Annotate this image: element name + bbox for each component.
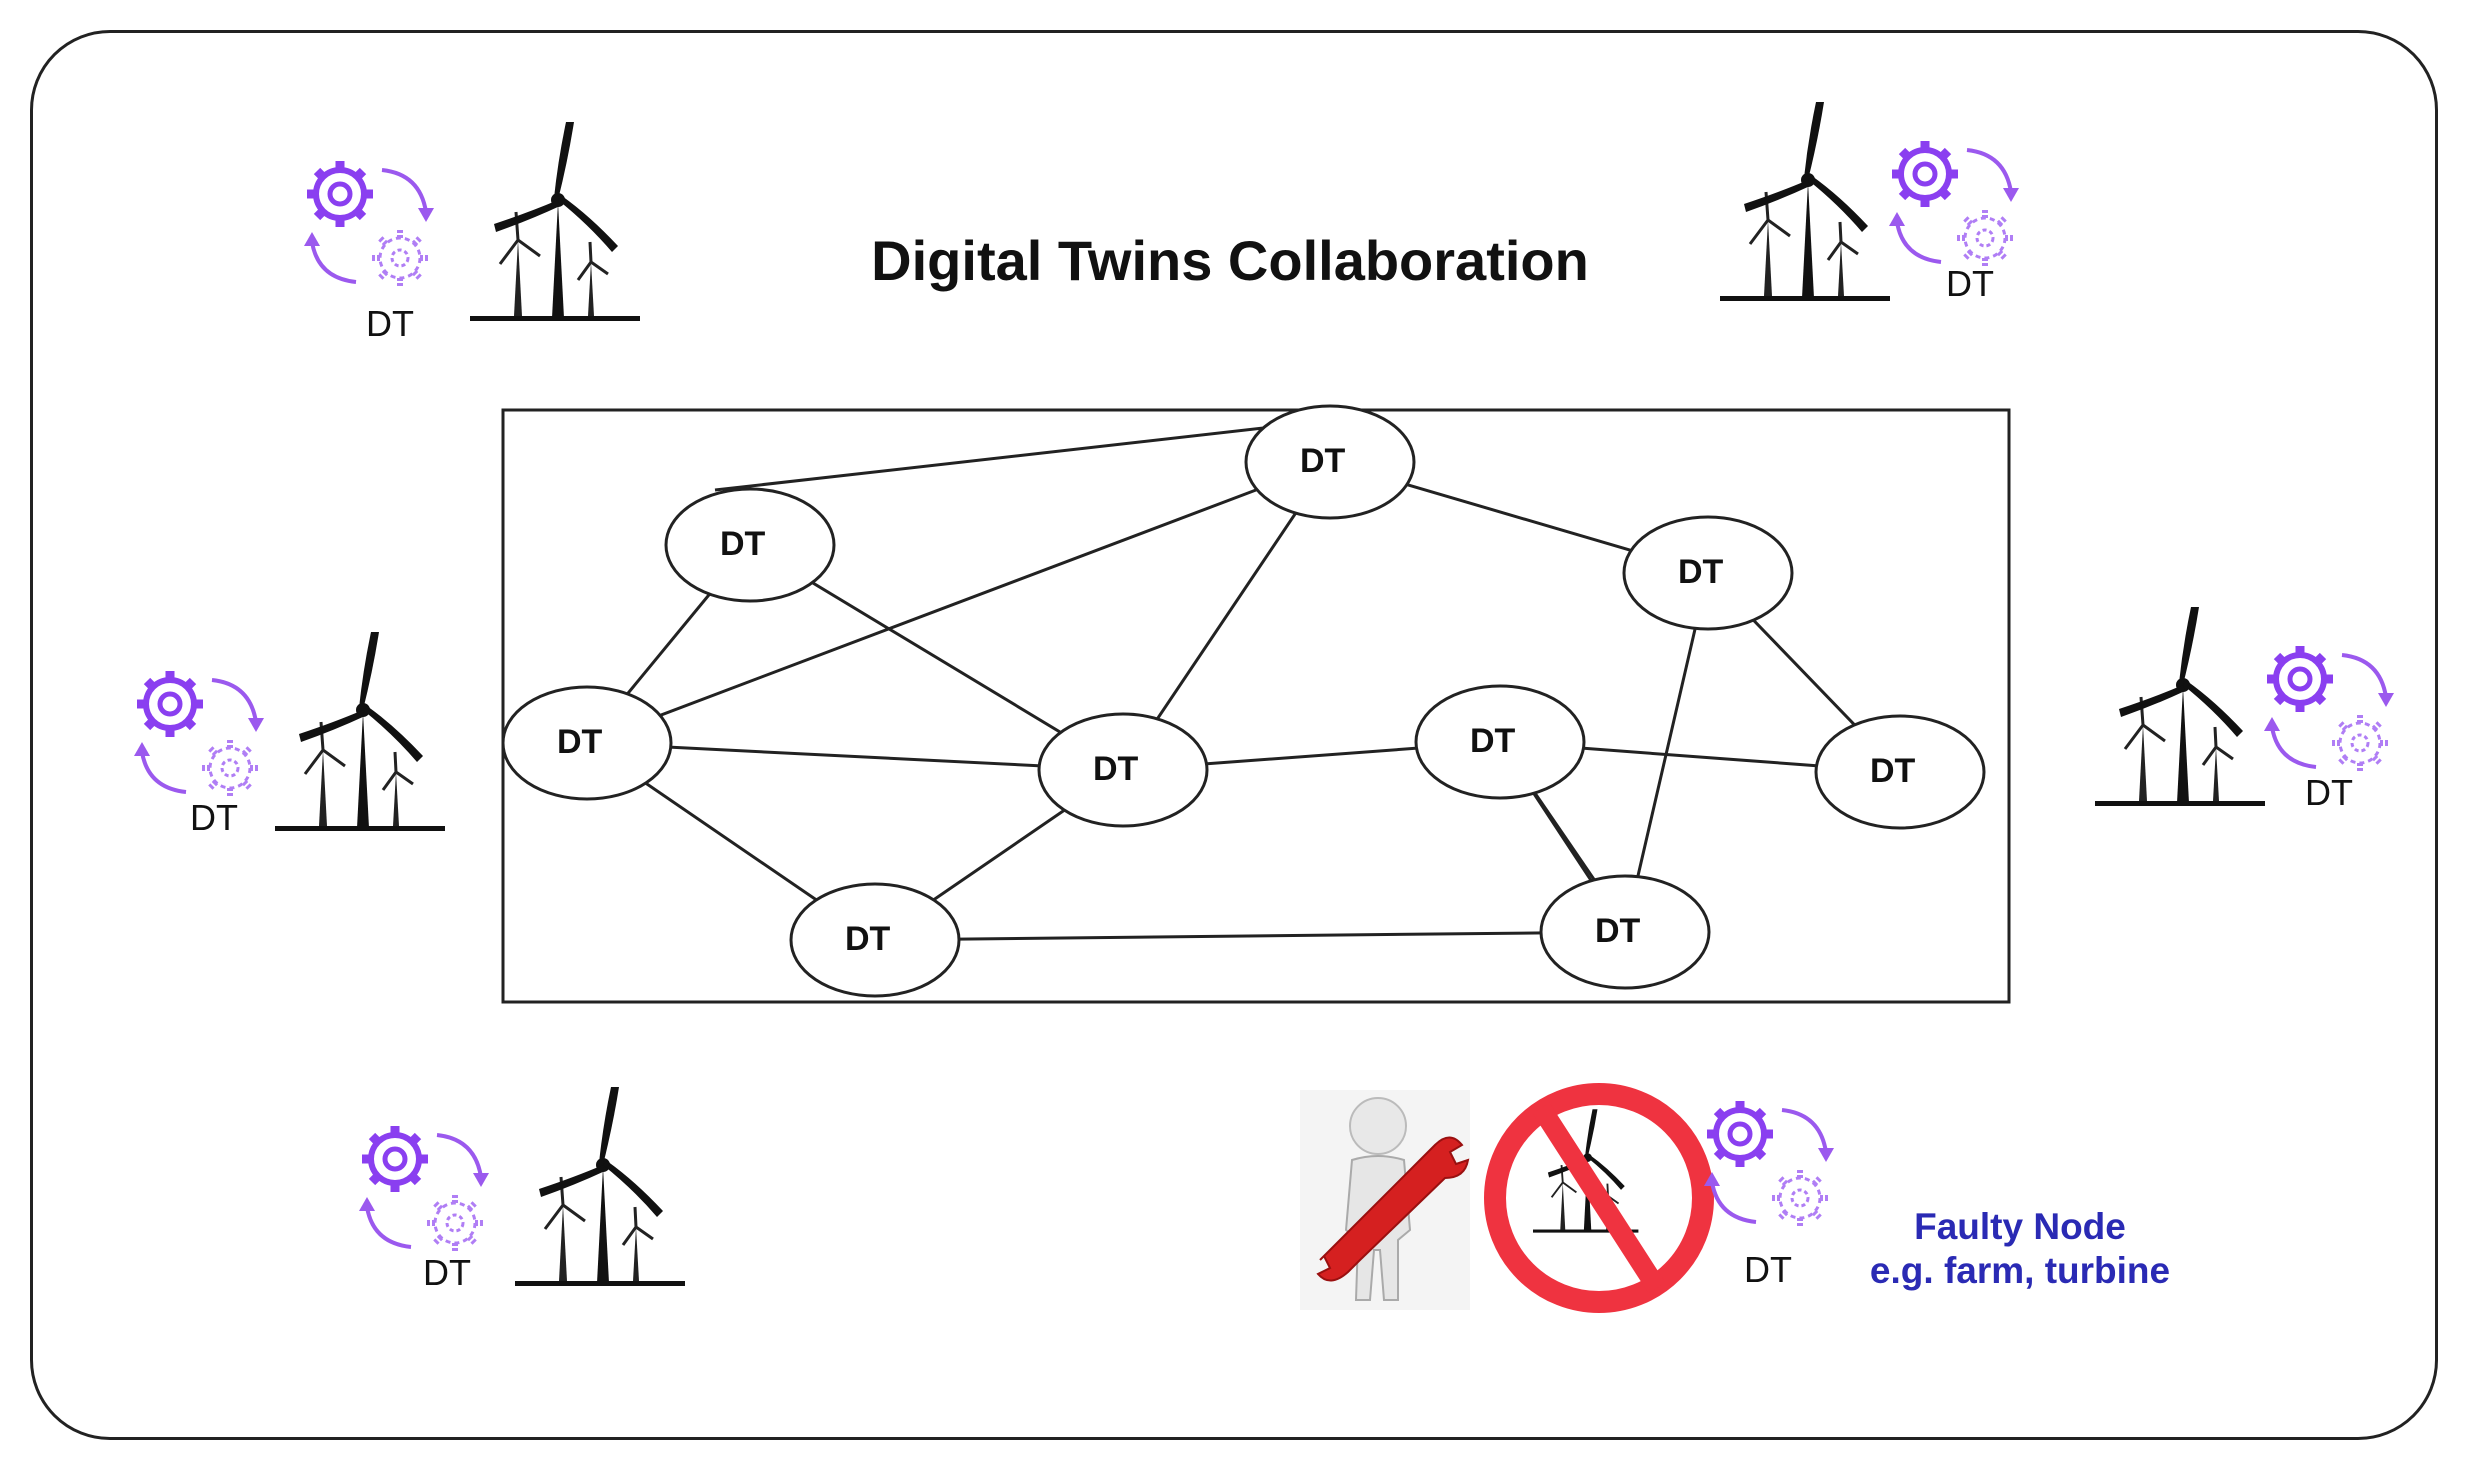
prohibition-icon <box>1484 1083 1714 1313</box>
network-edge <box>586 741 1124 772</box>
gear-cycle-icon <box>1889 141 2019 266</box>
network-edge <box>874 930 1626 942</box>
twin-label: DT <box>423 1252 471 1293</box>
prohibited-turbine-icon <box>1484 1083 1714 1313</box>
network-nodes: DT DT DT DT DT DT DT DT DT <box>501 404 1986 998</box>
gear-cycle-icon <box>304 161 434 286</box>
wind-turbine-icon <box>513 1085 687 1288</box>
twin-group-middle-right: DT <box>2095 605 2455 813</box>
wind-turbine-icon <box>2095 605 2267 808</box>
network-node-n4: DT <box>501 685 673 801</box>
gear-cycle-icon <box>2264 646 2394 771</box>
network-node-n9: DT <box>1539 874 1711 990</box>
network-node-label: DT <box>1678 553 1724 591</box>
faulty-node-line1: Faulty Node <box>1914 1206 2126 1247</box>
faulty-node-group: DT <box>1300 1083 1860 1313</box>
network-node-label: DT <box>1870 752 1916 790</box>
network-node-label: DT <box>1093 750 1139 788</box>
network-edge <box>586 460 1331 745</box>
twin-group-bottom-left: DT <box>355 1085 687 1293</box>
twin-group-top-right: DT <box>1720 100 2080 304</box>
network-node-label: DT <box>720 525 766 563</box>
network-edge <box>1623 572 1710 933</box>
twin-label: DT <box>2305 772 2353 813</box>
faulty-node-line2: e.g. farm, turbine <box>1869 1250 2171 1291</box>
wind-turbine-icon <box>273 630 447 833</box>
network-node-n8: DT <box>1814 714 1986 830</box>
diagram-title: Digital Twins Collaboration <box>871 229 1589 292</box>
twin-group-middle-left: DT <box>130 630 447 838</box>
network-node-label: DT <box>557 723 603 761</box>
wind-turbine-icon <box>1720 100 1892 303</box>
network-edge <box>714 423 1291 492</box>
network-node-n5: DT <box>1037 712 1209 828</box>
network-node-n7: DT <box>1414 684 1586 800</box>
twin-label: DT <box>190 797 238 838</box>
gear-cycle-icon <box>1704 1101 1834 1226</box>
twin-label: DT <box>1946 263 1994 304</box>
network-node-label: DT <box>1595 912 1641 950</box>
twin-label: DT <box>366 303 414 344</box>
twin-group-top-left: DT <box>300 120 642 344</box>
network-node-n2: DT <box>1244 404 1416 520</box>
network-node-label: DT <box>845 920 891 958</box>
gear-cycle-icon <box>359 1126 489 1251</box>
network-node-n1: DT <box>664 487 836 603</box>
network-node-label: DT <box>1470 722 1516 760</box>
faulty-node-note: Faulty Node e.g. farm, turbine <box>1840 1205 2200 1293</box>
gear-cycle-icon <box>134 671 264 796</box>
title-container: Digital Twins Collaboration <box>820 228 1640 293</box>
mechanic-with-wrench-icon <box>1300 1090 1470 1310</box>
network-node-label: DT <box>1300 442 1346 480</box>
network-node-n6: DT <box>789 882 961 998</box>
twin-label: DT <box>1744 1249 1792 1290</box>
wind-turbine-icon <box>468 120 642 323</box>
network-box <box>501 408 2011 1004</box>
network-node-n3: DT <box>1622 515 1794 631</box>
diagram-frame <box>30 30 2438 1440</box>
